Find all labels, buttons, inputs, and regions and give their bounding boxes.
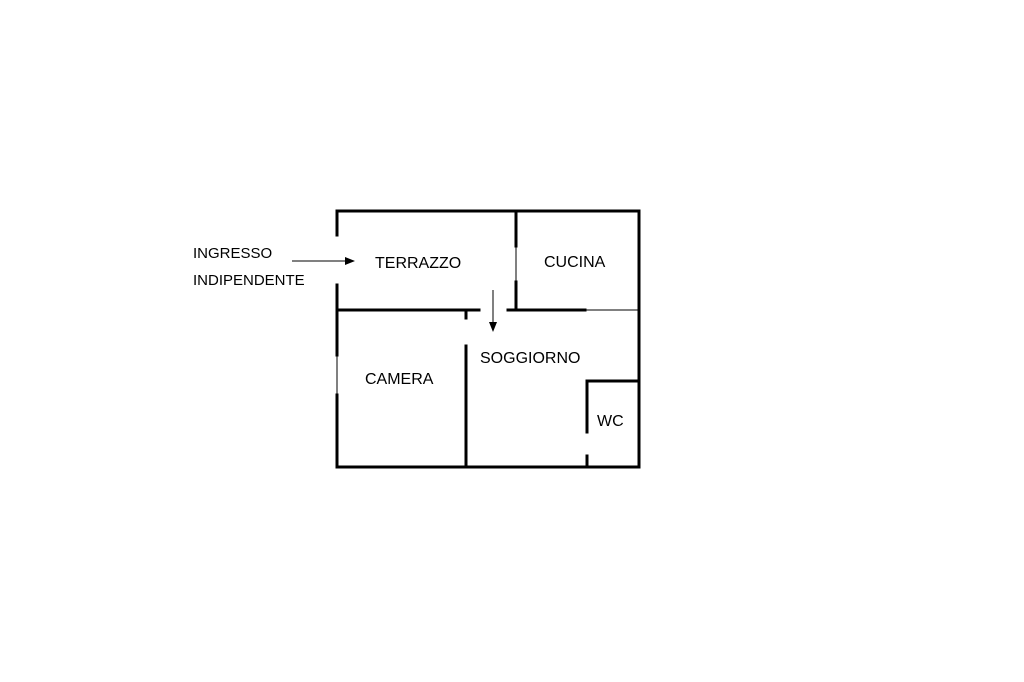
room-label-soggiorno: SOGGIORNO: [480, 350, 580, 367]
interior-walls: [335, 209, 641, 469]
room-label-cucina: CUCINA: [544, 254, 606, 271]
room-label-terrazzo: TERRAZZO: [375, 255, 461, 272]
labels: INGRESSO INDIPENDENTE TERRAZZO CUCINA SO…: [193, 245, 624, 430]
arrows: [292, 257, 497, 332]
entry-label-line2: INDIPENDENTE: [193, 272, 305, 289]
outer-walls: [335, 209, 641, 469]
room-label-wc: WC: [597, 413, 624, 430]
entry-label-line1: INGRESSO: [193, 245, 272, 262]
room-label-camera: CAMERA: [365, 371, 434, 388]
